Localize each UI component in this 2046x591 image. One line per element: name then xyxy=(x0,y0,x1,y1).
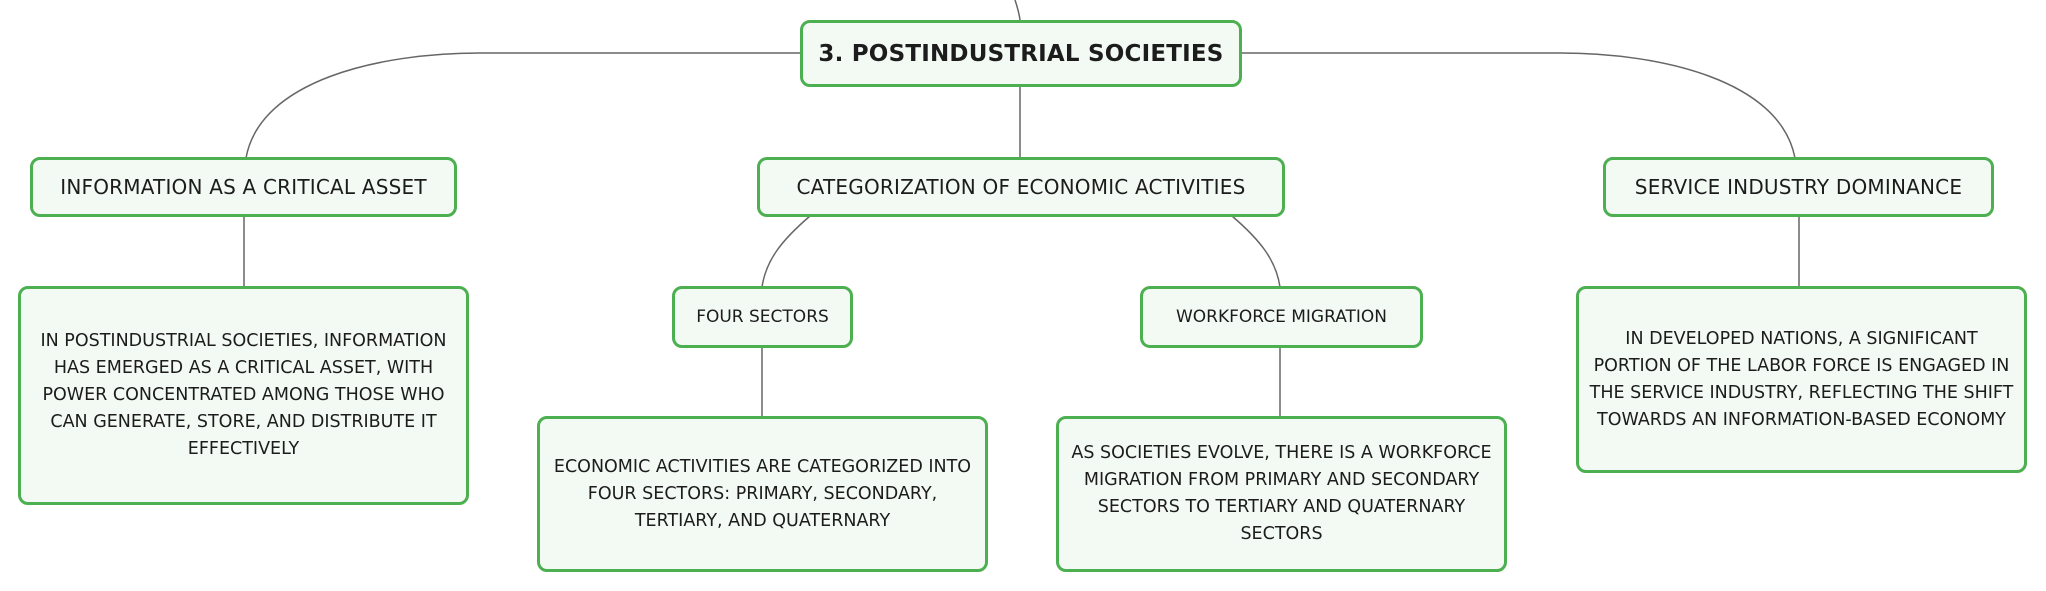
information-node[interactable]: INFORMATION AS A CRITICAL ASSET xyxy=(30,157,457,217)
four-sectors-node[interactable]: FOUR SECTORS xyxy=(672,286,853,348)
service-node-label: SERVICE INDUSTRY DOMINANCE xyxy=(1634,175,1963,199)
connector-parent-to-root xyxy=(1014,0,1021,21)
workforce-migration-detail-node[interactable]: AS SOCIETIES EVOLVE, THERE IS A WORKFORC… xyxy=(1056,416,1507,572)
service-node[interactable]: SERVICE INDUSTRY DOMINANCE xyxy=(1603,157,1994,217)
service-detail-text: IN DEVELOPED NATIONS, A SIGNIFICANT PORT… xyxy=(1589,328,2014,430)
connector-root-to-service xyxy=(1242,52,1796,159)
four-sectors-detail-text: ECONOMIC ACTIVITIES ARE CATEGORIZED INTO… xyxy=(553,456,972,531)
connector-categorization-to-four-sectors xyxy=(761,215,811,288)
connector-root-to-information xyxy=(245,52,800,159)
connector-categorization-to-workforce xyxy=(1231,215,1281,288)
root-node[interactable]: 3. POSTINDUSTRIAL SOCIETIES xyxy=(800,20,1242,87)
information-detail-text: IN POSTINDUSTRIAL SOCIETIES, INFORMATION… xyxy=(40,331,447,459)
categorization-node[interactable]: CATEGORIZATION OF ECONOMIC ACTIVITIES xyxy=(757,157,1285,217)
categorization-node-label: CATEGORIZATION OF ECONOMIC ACTIVITIES xyxy=(796,175,1246,199)
workforce-migration-detail-text: AS SOCIETIES EVOLVE, THERE IS A WORKFORC… xyxy=(1071,443,1492,544)
workforce-migration-node-label: WORKFORCE MIGRATION xyxy=(1175,307,1388,327)
workforce-migration-node[interactable]: WORKFORCE MIGRATION xyxy=(1140,286,1423,348)
information-detail-node[interactable]: IN POSTINDUSTRIAL SOCIETIES, INFORMATION… xyxy=(18,286,469,505)
four-sectors-detail-node[interactable]: ECONOMIC ACTIVITIES ARE CATEGORIZED INTO… xyxy=(537,416,988,572)
information-node-label: INFORMATION AS A CRITICAL ASSET xyxy=(60,175,427,199)
four-sectors-node-label: FOUR SECTORS xyxy=(696,307,829,327)
service-detail-node[interactable]: IN DEVELOPED NATIONS, A SIGNIFICANT PORT… xyxy=(1576,286,2027,473)
root-node-label: 3. POSTINDUSTRIAL SOCIETIES xyxy=(818,40,1224,67)
